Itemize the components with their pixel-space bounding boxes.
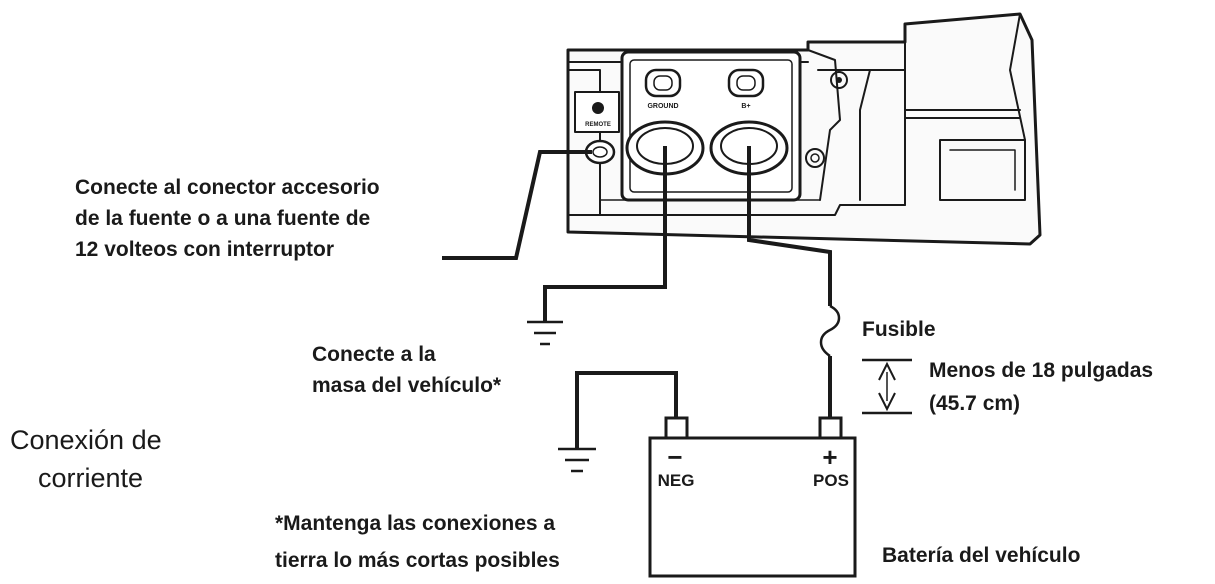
ground-small-terminal-icon [653,75,673,91]
bplus-small-terminal-icon [727,68,765,98]
battery-pos-sign: + [822,442,837,472]
arrow-down-icon [878,392,896,412]
arrow-up-icon [878,361,896,381]
bplus-small-terminal-icon [736,75,756,91]
bottom-plate [567,204,906,216]
diagram-title-line1: Conexión de [10,425,162,455]
remote-terminal-label: REMOTE [585,122,611,128]
battery-body [648,436,857,578]
right-housing [807,49,841,201]
screw-icon [805,148,825,168]
ground-small-terminal-icon [644,68,682,98]
distance-label-line2: (45.7 cm) [929,392,1020,415]
vehicle-battery [648,416,857,578]
wires [442,146,832,448]
ground-terminal-label: GROUND [647,103,678,110]
remote-wire [442,150,592,260]
ground-symbol-icon [527,320,563,346]
battery-pos-post [818,416,843,440]
screw-icon [830,71,848,89]
distance-marker [862,358,912,415]
right-slot [859,69,871,201]
battery-ground-wire [575,371,678,448]
terminal-screws [592,68,765,114]
fuse-icon [819,304,841,358]
remote-plate [574,91,620,133]
fuse-label: Fusible [862,318,936,341]
terminal-panel-inner [629,59,793,193]
ground-instruction-line2: masa del vehículo* [312,374,502,397]
unit-ground-wire [543,146,667,322]
battery-neg-sign: − [667,442,682,472]
distance-label-line1: Menos de 18 pulgadas [929,359,1153,382]
right-top-ridge [904,13,1026,141]
diagram-title-line2: corriente [38,463,143,493]
battery-neg-label: NEG [658,471,695,490]
remote-instruction-line3: 12 volteos con interruptor [75,238,334,261]
ground-note-line1: *Mantenga las conexiones a [275,512,555,535]
ground-symbol-icon [558,447,596,473]
right-grille [904,109,1021,119]
battery-label: Batería del vehículo [882,544,1080,567]
battery-pos-label: POS [813,471,849,490]
screw-icon [836,77,842,83]
remote-instruction-line1: Conecte al conector accesorio [75,176,380,199]
right-block [939,139,1026,201]
bplus-wire-upper [747,146,832,306]
remote-instruction-line2: de la fuente o a una fuente de [75,207,370,230]
bplus-terminal-label: B+ [741,103,750,110]
ground-instruction-line1: Conecte a la [312,343,436,366]
remote-terminal-icon [592,102,604,114]
ground-note-line2: tierra lo más cortas posibles [275,549,560,572]
battery-neg-post [664,416,689,440]
remote-jack-icon [592,146,608,158]
screw-icon [810,153,820,163]
right-block-inner [949,149,1016,191]
